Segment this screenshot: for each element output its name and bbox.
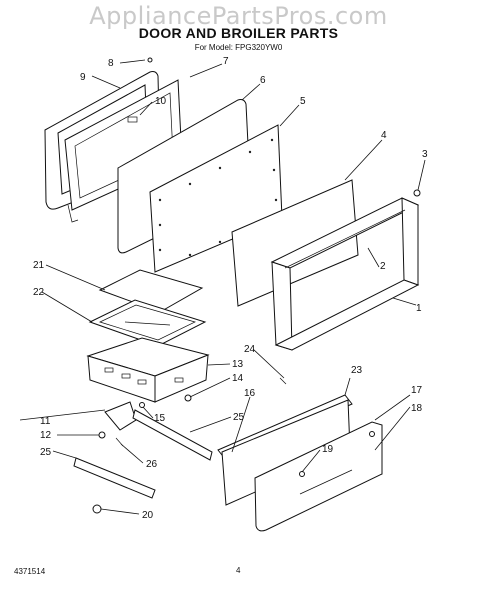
slide-rail-lower xyxy=(73,457,156,499)
door-glass xyxy=(231,179,359,307)
callout-labels: 1 2 3 4 5 6 7 8 9 10 11 12 13 14 15 16 1… xyxy=(33,56,428,521)
spacer xyxy=(139,402,145,408)
callout-23: 23 xyxy=(351,365,363,376)
callout-4: 4 xyxy=(381,130,387,141)
broiler-pan xyxy=(88,299,207,347)
page-number: 4 xyxy=(236,566,241,575)
callout-7: 7 xyxy=(223,56,229,67)
callout-14: 14 xyxy=(232,373,244,384)
callout-2: 2 xyxy=(380,261,386,272)
callout-15: 15 xyxy=(154,413,166,424)
callout-9: 9 xyxy=(80,72,86,83)
document-number: 4371514 xyxy=(14,567,46,576)
callout-20: 20 xyxy=(142,510,154,521)
fastener xyxy=(98,431,106,439)
leader-lines xyxy=(19,59,426,515)
callout-21: 21 xyxy=(33,260,45,271)
callout-5: 5 xyxy=(300,96,306,107)
callout-12: 12 xyxy=(40,430,52,441)
callout-25b: 25 xyxy=(40,447,52,458)
drawer-front xyxy=(254,421,383,532)
callout-17: 17 xyxy=(411,385,423,396)
callout-16: 16 xyxy=(244,388,256,399)
callout-1: 1 xyxy=(416,303,422,314)
callout-24: 24 xyxy=(244,344,256,355)
callout-10: 10 xyxy=(155,96,167,107)
broiler-drawer xyxy=(86,337,210,403)
callout-22: 22 xyxy=(33,287,45,298)
callout-19: 19 xyxy=(322,444,334,455)
callout-6: 6 xyxy=(260,75,266,86)
callout-26: 26 xyxy=(146,459,158,470)
diagram-subtitle: For Model: FPG320YW0 xyxy=(194,43,283,52)
roller xyxy=(92,504,102,514)
diagram-title: DOOR AND BROILER PARTS xyxy=(138,25,339,41)
callout-13: 13 xyxy=(232,359,244,370)
callout-3: 3 xyxy=(422,149,428,160)
door-screw xyxy=(147,57,153,63)
bracket xyxy=(104,401,137,431)
callout-8: 8 xyxy=(108,58,114,69)
callout-25: 25 xyxy=(233,412,245,423)
callout-11: 11 xyxy=(40,416,51,427)
watermark: AppliancePartsPros.com xyxy=(89,2,388,30)
clip xyxy=(184,394,192,402)
slide-rail-upper xyxy=(132,409,213,461)
outer-door-frame xyxy=(270,189,421,351)
callout-18: 18 xyxy=(411,403,423,414)
drawer-screw xyxy=(279,377,287,385)
